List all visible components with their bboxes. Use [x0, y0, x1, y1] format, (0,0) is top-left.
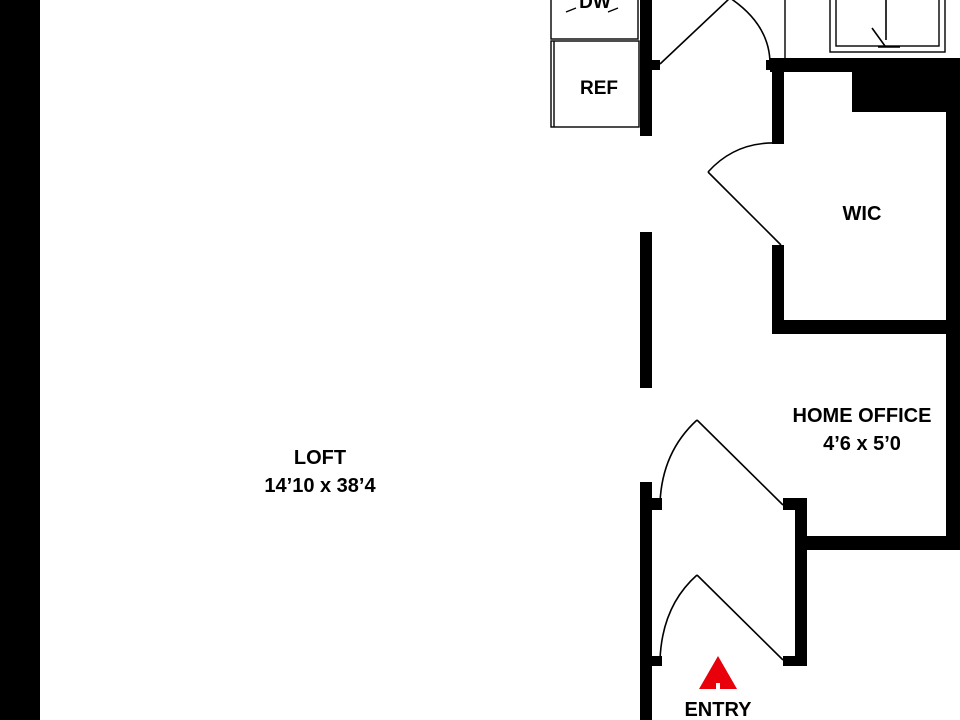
- door-leaf: [659, 0, 730, 65]
- entry-arrow-notch: [716, 683, 720, 689]
- exterior-wall-left: [0, 0, 40, 720]
- center-partition-wall: [640, 232, 652, 388]
- door-jamb: [783, 656, 797, 666]
- door-swing: [731, 0, 771, 65]
- loft-name: LOFT: [294, 447, 346, 469]
- office-left-wall: [795, 498, 807, 666]
- door-jamb: [783, 498, 797, 510]
- bathroom-door: [659, 0, 771, 65]
- exterior-wall-right: [946, 70, 960, 550]
- home-office-dimensions: 4’6 x 5’0: [823, 433, 901, 455]
- door-swing: [707, 142, 777, 173]
- entry-arrow-icon: [699, 656, 737, 689]
- refrigerator-box: [550, 40, 640, 128]
- home-office-name: HOME OFFICE: [793, 405, 932, 427]
- door-jamb: [652, 60, 660, 70]
- loft-dimensions: 14’10 x 38’4: [264, 475, 376, 497]
- dishwasher-label: DW: [579, 0, 611, 13]
- door-leaf: [696, 419, 784, 506]
- office-bottom-wall: [795, 536, 960, 550]
- home-office-door: [659, 419, 784, 506]
- door-leaf: [707, 171, 782, 246]
- wic-wall-upper: [772, 70, 784, 144]
- kitchen-appliances: DW REF: [550, 0, 640, 128]
- kitchen-partition-wall: [640, 0, 652, 136]
- wic-office-divider: [772, 320, 960, 334]
- shower-icon: [871, 0, 900, 48]
- dishwasher-marks: [565, 7, 619, 13]
- entry-left-wall: [640, 482, 652, 720]
- door-swing: [659, 419, 698, 504]
- wic-door: [707, 142, 782, 246]
- door-leaf: [696, 574, 784, 661]
- door-swing: [659, 574, 698, 661]
- entry-label: ENTRY: [684, 699, 752, 720]
- bath-bottom-wall: [770, 58, 960, 72]
- bath-closet-block: [852, 70, 960, 112]
- door-jamb: [652, 656, 662, 666]
- refrigerator-label: REF: [580, 78, 618, 99]
- wic-label: WIC: [843, 203, 882, 225]
- dishwasher-box: [550, 0, 639, 40]
- shower-enclosure: [829, 0, 946, 53]
- entry-door: [659, 574, 784, 661]
- wic-wall-lower: [772, 245, 784, 333]
- door-jamb: [652, 498, 662, 510]
- shower-inner: [835, 0, 940, 47]
